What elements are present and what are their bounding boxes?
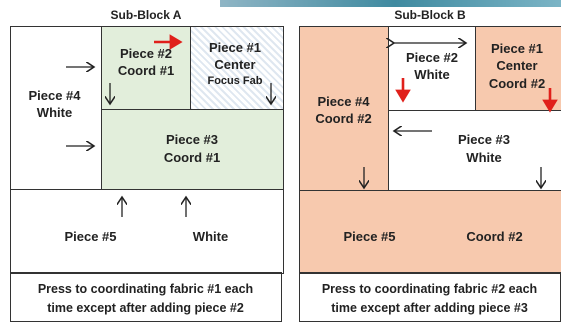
b-piece5-fabric: Coord #2	[466, 229, 523, 244]
b-piece3-cell: Piece #3 White	[388, 110, 561, 192]
a-piece4-label: Piece #4	[28, 87, 81, 103]
b-piece4-fabric: Coord #2	[315, 111, 372, 127]
b-note-line2: time except after adding piece #3	[331, 301, 528, 316]
b-piece1-fabric: Coord #2	[488, 75, 546, 91]
a-piece3-cell: Piece #3 Coord #1	[101, 109, 284, 191]
sub-block-b-note-box: Press to coordinating fabric #2 each tim…	[299, 272, 561, 322]
b-piece5-label: Piece #5	[343, 229, 396, 244]
a-piece2-label: Piece #2	[119, 45, 173, 61]
a-piece4-fabric: White	[36, 105, 73, 121]
sub-block-a-diagram: Piece #4 White Piece #2 Coord #1 Piece #…	[9, 25, 284, 274]
a-piece5-cell: Piece #5 White	[9, 189, 284, 274]
a-piece3-fabric: Coord #1	[163, 149, 221, 165]
a-piece5-fabric: White	[192, 229, 229, 244]
b-piece1-cell: Piece #1 Center Coord #2	[475, 25, 561, 112]
sub-block-a-note-box: Press to coordinating fabric #1 each tim…	[10, 272, 282, 322]
b-piece4-label: Piece #4	[317, 93, 370, 109]
a-note-line2: time except after adding piece #2	[47, 301, 244, 316]
a-piece3-label: Piece #3	[165, 132, 219, 147]
a-piece1-label: Piece #1	[208, 39, 262, 55]
a-piece2-fabric: Coord #1	[117, 63, 175, 79]
a-piece5-label: Piece #5	[64, 229, 117, 244]
a-piece1-position: Center	[214, 57, 256, 73]
a-piece1-fabric: Focus Fab	[207, 74, 263, 87]
b-note-line1: Press to coordinating fabric #2 each	[321, 282, 538, 296]
cropped-photo-strip	[220, 0, 561, 7]
sub-block-b-title: Sub-Block B	[394, 8, 466, 22]
b-piece3-label: Piece #3	[457, 132, 511, 147]
sub-block-a-title: Sub-Block A	[110, 8, 182, 22]
b-piece1-position: Center	[496, 58, 538, 74]
b-piece3-fabric: White	[466, 149, 502, 165]
b-piece2-fabric: White	[414, 67, 450, 83]
b-piece5-cell: Piece #5 Coord #2	[298, 190, 561, 274]
b-piece2-label: Piece #2	[405, 49, 459, 65]
a-piece4-cell: Piece #4 White	[9, 25, 103, 191]
b-piece1-label: Piece #1	[490, 40, 544, 56]
a-note-line1: Press to coordinating fabric #1 each	[37, 282, 254, 296]
b-piece4-cell: Piece #4 Coord #2	[298, 25, 390, 193]
sub-block-b-diagram: Piece #4 Coord #2 Piece #2 White Piece #…	[298, 25, 561, 274]
